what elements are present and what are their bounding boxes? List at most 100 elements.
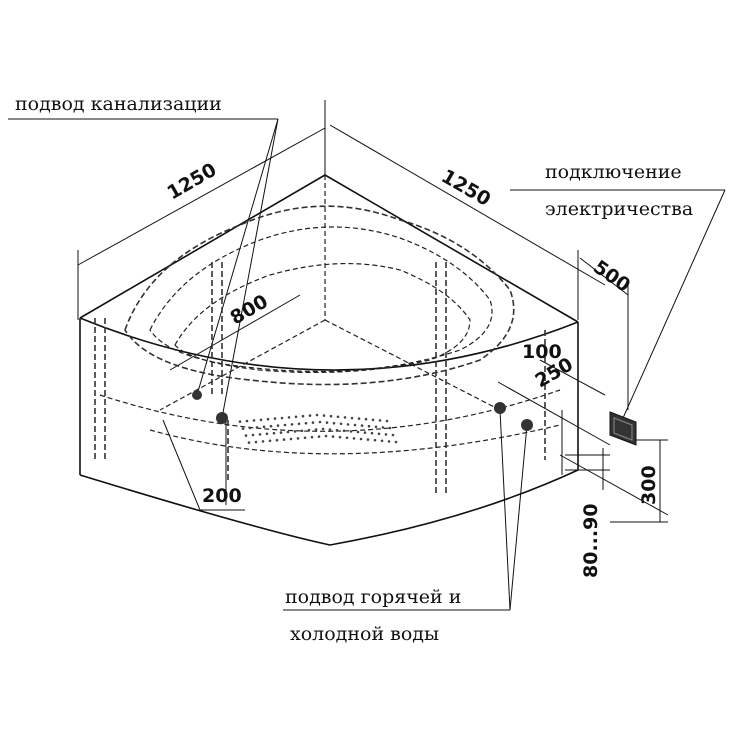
electric-label-line2: электричества <box>545 198 693 220</box>
jet-dot <box>289 437 293 441</box>
dim-height-300: 300 <box>638 465 660 505</box>
jet-dot <box>322 414 326 417</box>
jet-dot <box>321 427 325 431</box>
drain-hole <box>192 390 202 400</box>
jet-dot <box>342 429 346 433</box>
jet-dot <box>343 416 347 419</box>
jet-dot <box>339 422 343 426</box>
drain-label: подвод канализации <box>15 93 222 115</box>
dim-edge-100: 100 <box>522 341 562 363</box>
jet-dot <box>262 425 266 429</box>
jet-dot <box>371 418 375 422</box>
jet-dot <box>336 415 340 419</box>
jet-dot <box>252 419 256 422</box>
drain-outlet <box>216 412 228 424</box>
jet-dot <box>360 424 364 427</box>
jet-dot <box>359 437 363 441</box>
jet-dots <box>238 413 398 444</box>
jet-dot <box>318 420 322 424</box>
jet-dot <box>266 417 270 421</box>
jet-dot <box>328 428 332 431</box>
jet-dot <box>280 416 284 420</box>
jet-dot <box>293 430 297 433</box>
jet-dot <box>352 437 356 440</box>
jet-dot <box>304 421 308 425</box>
jet-dot <box>380 439 384 443</box>
jet-dot <box>259 418 263 422</box>
jet-dot <box>269 424 273 428</box>
leader-lines <box>8 118 726 611</box>
jet-dot <box>290 423 294 426</box>
jet-dot <box>370 431 374 435</box>
jet-dot <box>356 430 360 434</box>
jet-dot <box>317 435 321 438</box>
water-label-line1: подвод горячей и <box>285 586 461 608</box>
jet-dot <box>325 421 329 424</box>
electric-label-line1: подключение <box>545 161 682 183</box>
fittings <box>192 390 637 446</box>
jet-dot <box>314 428 318 431</box>
jet-dot <box>394 440 398 444</box>
jet-dot <box>381 426 385 429</box>
jet-dot <box>366 438 370 441</box>
jet-dot <box>345 436 349 440</box>
dim-drain-200: 200 <box>202 485 242 507</box>
jet-dot <box>385 419 389 423</box>
jet-dot <box>258 433 262 436</box>
jet-dot <box>248 426 252 430</box>
dim-width-left: 1250 <box>164 159 221 204</box>
water-label-line2: холодной воды <box>290 623 439 645</box>
jet-dot <box>283 423 287 427</box>
socket-icon <box>609 411 637 446</box>
jet-dot <box>282 438 286 441</box>
jet-dot <box>294 415 298 419</box>
jet-dot <box>238 420 242 423</box>
cold-water-inlet <box>521 419 533 431</box>
jet-dot <box>338 435 342 439</box>
jet-dot <box>384 433 388 436</box>
hot-water-inlet <box>494 402 506 414</box>
jet-dot <box>378 419 382 422</box>
jet-dot <box>346 423 350 426</box>
dim-elec-offset: 500 <box>589 256 634 297</box>
jet-dot <box>335 428 339 432</box>
jet-dot <box>261 440 265 443</box>
jet-dot <box>391 433 395 437</box>
tub-bowl <box>99 175 561 455</box>
jet-dot <box>272 431 276 435</box>
jet-dot <box>350 416 354 420</box>
jet-dot <box>300 429 304 433</box>
jet-dot <box>265 432 269 436</box>
jet-dot <box>332 421 336 425</box>
jet-dot <box>364 417 368 421</box>
dim-inner: 800 <box>227 290 272 329</box>
jet-dot <box>349 430 353 433</box>
jet-dot <box>286 430 290 434</box>
jet-dot <box>307 428 311 432</box>
jet-dot <box>254 440 258 444</box>
jet-dot <box>273 417 277 420</box>
jet-dot <box>373 438 377 442</box>
dim-height-range: 80...90 <box>580 503 602 578</box>
jet-dot <box>377 432 381 436</box>
jet-dot <box>331 435 335 438</box>
jet-dot <box>303 436 307 440</box>
jet-dot <box>374 425 378 429</box>
jet-dot <box>251 433 255 437</box>
jet-dot <box>268 439 272 443</box>
jet-dot <box>255 426 259 429</box>
jet-dot <box>245 419 249 423</box>
jet-dot <box>311 421 315 424</box>
jet-dot <box>329 414 333 418</box>
jet-dot <box>357 417 361 420</box>
jet-dot <box>276 424 280 427</box>
tub-legs <box>94 262 546 495</box>
jet-dot <box>315 413 319 417</box>
jet-dot <box>247 441 251 444</box>
jet-dot <box>363 431 367 434</box>
jet-dot <box>310 435 314 439</box>
jet-dot <box>367 424 371 428</box>
jet-dot <box>353 423 357 427</box>
jet-dot <box>244 434 248 437</box>
